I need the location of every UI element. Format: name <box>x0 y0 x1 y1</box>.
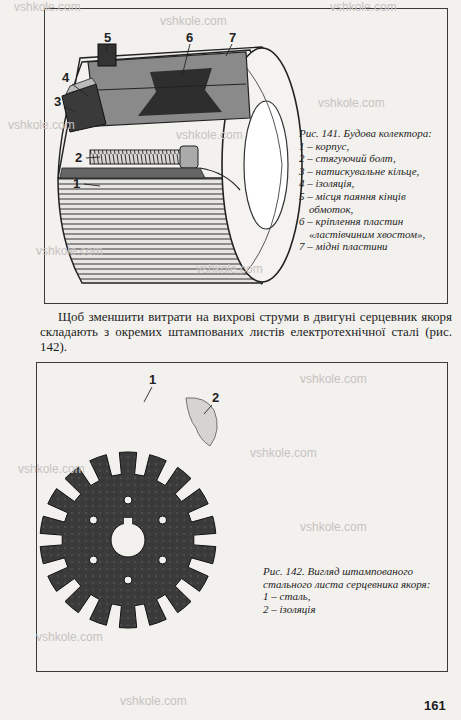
commutator-drawing <box>138 68 222 116</box>
steel-sheet <box>159 516 167 524</box>
commutator-drawing <box>60 168 205 178</box>
caption-item: 2 – стягуючий болт, <box>299 152 445 165</box>
steel-sheet <box>124 518 132 526</box>
steel-sheet <box>111 523 145 557</box>
watermark: vshkole.com <box>36 244 103 258</box>
leader-line <box>64 106 76 112</box>
steel-sheet <box>40 452 216 628</box>
commutator-drawing <box>200 168 240 190</box>
watermark: vshkole.com <box>250 446 317 460</box>
callout-number: 5 <box>104 30 111 45</box>
steel-sheet <box>89 516 97 524</box>
callout-number: 1 <box>73 176 80 191</box>
caption-item: 5 – місця паяння кінців обмоток, <box>299 190 445 215</box>
leader-line <box>64 44 232 186</box>
watermark: vshkole.com <box>176 128 243 142</box>
commutator-drawing <box>90 150 182 164</box>
leader-line <box>106 44 108 52</box>
watermark: vshkole.com <box>300 520 367 534</box>
leader-line <box>144 387 212 414</box>
caption-item: 1 – корпус, <box>299 140 445 153</box>
caption-title: Рис. 141. Будова колектора: <box>299 127 445 140</box>
commutator-drawing <box>66 78 96 94</box>
steel-sheet <box>89 496 166 584</box>
callout-number: 2 <box>212 390 219 405</box>
figure-frame: Рис. 142. Вигляд штампованого стального … <box>36 362 448 672</box>
leader-line <box>72 84 88 96</box>
callout-number: 4 <box>62 70 69 85</box>
caption-item: 4 – ізоляція, <box>299 177 445 190</box>
watermark: vshkole.com <box>14 0 81 14</box>
leader-line <box>182 44 190 76</box>
callout-number: 7 <box>229 30 236 45</box>
watermark: vshkole.com <box>300 372 367 386</box>
leader-line <box>86 157 100 158</box>
steel-sheet <box>40 398 217 628</box>
steel-sheet <box>124 496 132 504</box>
watermark: vshkole.com <box>196 262 263 276</box>
caption-item: 7 – мідні пластини <box>299 240 445 253</box>
steel-sheet <box>89 556 97 564</box>
steel-sheet <box>159 556 167 564</box>
callout-number: 1 <box>149 372 156 387</box>
figure-frame: Рис. 141. Будова колектора:1 – корпус,2 … <box>44 8 448 304</box>
caption-item: 1 – сталь, <box>263 590 443 603</box>
commutator-drawing <box>98 84 246 90</box>
caption-title: Рис. 142. Вигляд штампованого стального … <box>263 565 443 590</box>
leader-line <box>226 44 232 56</box>
watermark: vshkole.com <box>160 14 227 28</box>
commutator-drawing <box>98 44 116 66</box>
leader-line <box>144 387 152 402</box>
steel-sheet <box>124 576 132 584</box>
watermark: vshkole.com <box>318 96 385 110</box>
caption-item: 6 – кріплення пластин «ластівчиним хвост… <box>299 215 445 240</box>
caption-item: 3 – натискувальне кільце, <box>299 165 445 178</box>
caption-item: 2 – ізоляція <box>263 603 443 616</box>
watermark: vshkole.com <box>120 694 187 708</box>
commutator-drawing <box>244 101 288 229</box>
leader-line <box>84 184 100 186</box>
body-paragraph: Щоб зменшити витрати на вихрові струми в… <box>40 309 452 354</box>
callout-number: 2 <box>75 150 82 165</box>
commutator-drawing <box>180 146 198 168</box>
watermark: vshkole.com <box>18 462 85 476</box>
page-number: 161 <box>424 698 446 713</box>
watermark: vshkole.com <box>330 0 397 14</box>
figure-caption: Рис. 142. Вигляд штампованого стального … <box>263 565 443 615</box>
figure-caption: Рис. 141. Будова колектора:1 – корпус,2 … <box>299 127 445 253</box>
watermark: vshkole.com <box>8 118 75 132</box>
callout-number: 6 <box>186 30 193 45</box>
watermark: vshkole.com <box>36 630 103 644</box>
callout-number: 3 <box>54 94 61 109</box>
leader-line <box>204 405 212 414</box>
